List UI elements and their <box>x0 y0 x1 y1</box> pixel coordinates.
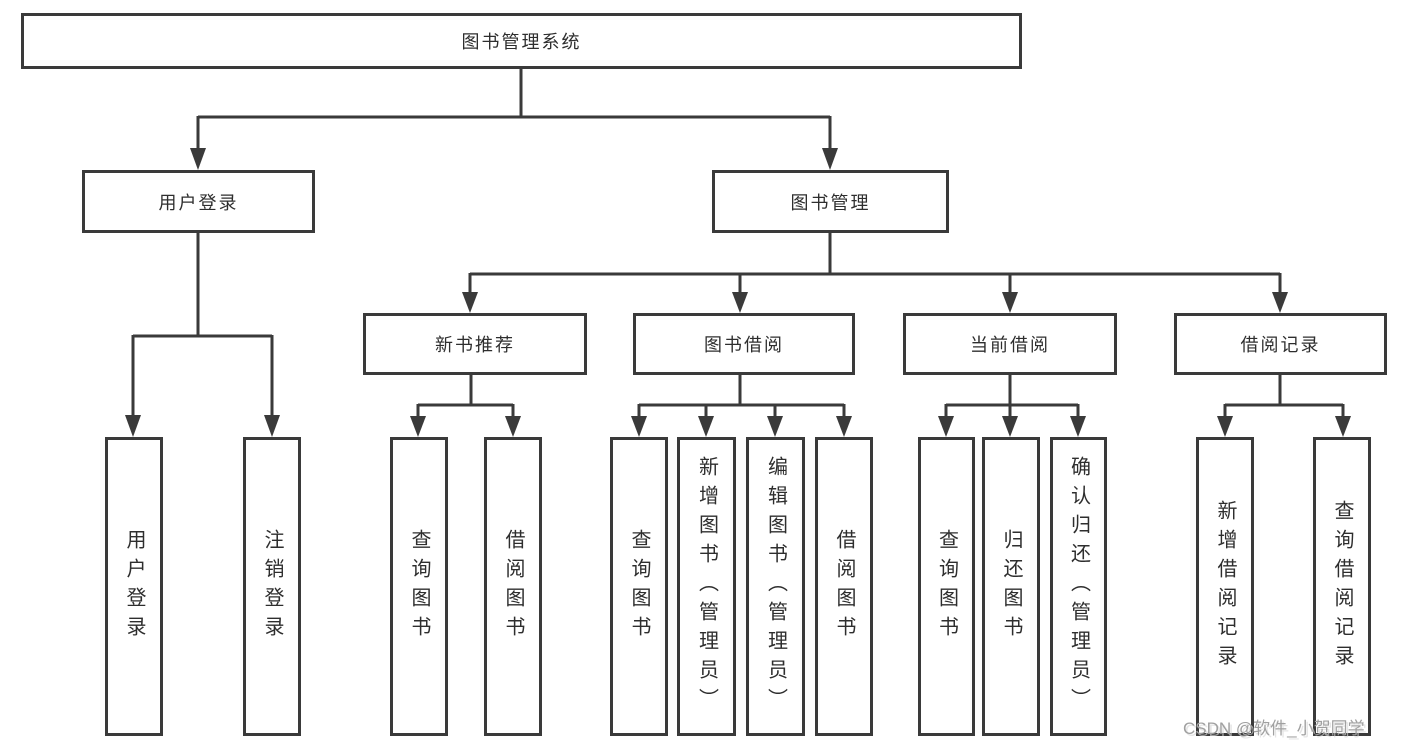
node-user-login: 用户登录 <box>82 170 315 233</box>
connector-currentborrow-to-leaves <box>938 375 1086 437</box>
leaf-add-books-admin-label: 新增图书（管理员） <box>695 456 718 717</box>
leaf-logout-label: 注销登录 <box>261 528 283 645</box>
node-book-management-label: 图书管理 <box>790 192 871 213</box>
leaf-query-books-1-label: 查询图书 <box>408 528 430 645</box>
connector-userlogin-to-leaves <box>125 233 280 437</box>
leaf-user-login-label: 用户登录 <box>123 528 145 645</box>
leaf-query-books-2-label: 查询图书 <box>628 528 650 645</box>
connector-newbook-to-leaves <box>410 375 521 437</box>
leaf-query-books-2: 查询图书 <box>610 437 668 736</box>
leaf-edit-books-admin: 编辑图书（管理员） <box>746 437 805 736</box>
node-new-book-recommend-label: 新书推荐 <box>435 335 515 355</box>
leaf-return-books: 归还图书 <box>982 437 1040 736</box>
leaf-borrow-books-1-label: 借阅图书 <box>502 528 524 645</box>
leaf-add-borrow-record-label: 新增借阅记录 <box>1214 499 1236 674</box>
leaf-return-books-label: 归还图书 <box>1000 528 1022 645</box>
node-borrow-records-label: 借阅记录 <box>1240 335 1321 355</box>
node-book-borrow: 图书借阅 <box>633 313 855 375</box>
leaf-borrow-books-2-label: 借阅图书 <box>833 528 855 645</box>
connector-root-to-level1 <box>190 68 838 170</box>
connector-records-to-leaves <box>1217 375 1351 437</box>
leaf-query-books-3: 查询图书 <box>918 437 975 736</box>
leaf-query-books-1: 查询图书 <box>390 437 448 736</box>
connector-bookborrow-to-leaves <box>631 375 852 437</box>
node-book-borrow-label: 图书借阅 <box>704 335 784 355</box>
leaf-query-borrow-record: 查询借阅记录 <box>1313 437 1371 736</box>
leaf-query-books-3-label: 查询图书 <box>935 528 958 645</box>
node-current-borrow: 当前借阅 <box>903 313 1117 375</box>
node-new-book-recommend: 新书推荐 <box>363 313 587 375</box>
leaf-query-borrow-record-label: 查询借阅记录 <box>1331 499 1353 674</box>
node-current-borrow-label: 当前借阅 <box>970 335 1050 355</box>
leaf-logout: 注销登录 <box>243 437 301 736</box>
leaf-confirm-return-admin-label: 确认归还（管理员） <box>1067 456 1090 717</box>
leaf-borrow-books-1: 借阅图书 <box>484 437 542 736</box>
node-book-management: 图书管理 <box>712 170 949 233</box>
leaf-user-login: 用户登录 <box>105 437 163 736</box>
leaf-add-books-admin: 新增图书（管理员） <box>677 437 736 736</box>
node-root: 图书管理系统 <box>21 13 1022 69</box>
node-user-login-label: 用户登录 <box>158 192 239 213</box>
connector-bookmgmt-to-level2 <box>462 233 1288 313</box>
node-root-label: 图书管理系统 <box>461 32 582 52</box>
leaf-edit-books-admin-label: 编辑图书（管理员） <box>764 456 787 717</box>
leaf-add-borrow-record: 新增借阅记录 <box>1196 437 1254 736</box>
leaf-confirm-return-admin: 确认归还（管理员） <box>1050 437 1107 736</box>
leaf-borrow-books-2: 借阅图书 <box>815 437 873 736</box>
csdn-watermark: CSDN @软件_小贺同学 <box>1183 719 1365 738</box>
node-borrow-records: 借阅记录 <box>1174 313 1387 375</box>
